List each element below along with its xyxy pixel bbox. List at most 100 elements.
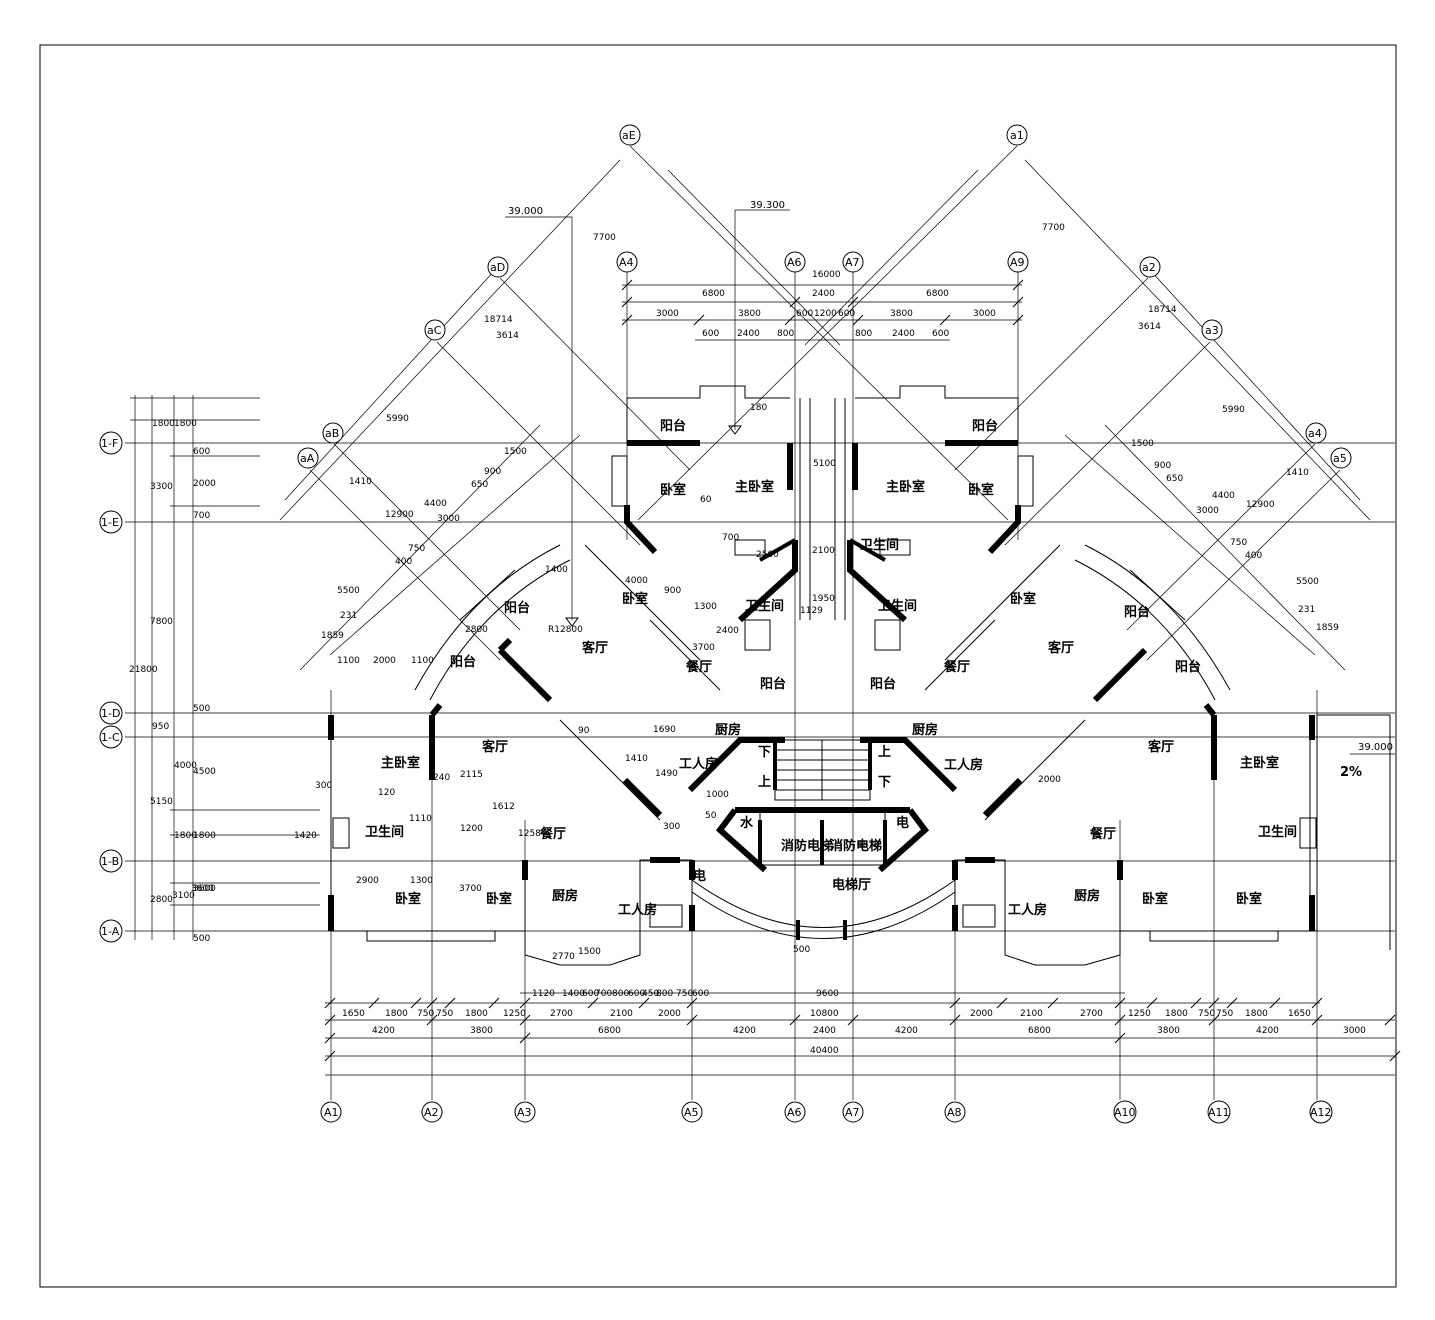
dim-plan-28: 240 [433, 773, 450, 783]
dim-plan-11: 1612 [492, 802, 515, 812]
dim-plan-36: 1800 [193, 831, 216, 841]
dim-bs-0: 1120 [532, 989, 555, 999]
room-water: 水 [740, 815, 754, 831]
dim-plan-4: 2800 [465, 625, 488, 635]
room-bedroom-top-right: 卧室 [968, 482, 994, 498]
dim-b1-7: 2100 [610, 1009, 633, 1019]
dim-b2-5: 4200 [895, 1026, 918, 1036]
dim-plan-7: 1300 [694, 602, 717, 612]
dim-plan-32: 2770 [552, 952, 575, 962]
room-kitchen-lower-left: 厨房 [552, 888, 578, 904]
axis-A9: A9 [1010, 256, 1025, 269]
dim-left-m-4: 300 [315, 781, 332, 791]
room-fire-elevator-right: 消防电梯 [830, 838, 882, 854]
dim-left-outer: 21800 [129, 665, 158, 675]
dim-diag-1410-r: 1410 [1286, 468, 1309, 478]
room-bedroom-lower-right-2: 卧室 [1236, 891, 1262, 907]
dim-b2-4: 2400 [813, 1026, 836, 1036]
room-living-lower-left: 客厅 [482, 739, 508, 755]
dim-diag-5990-l: 5990 [386, 414, 409, 424]
dim-bs-4: 800 [612, 989, 629, 999]
room-balcony-core-right: 阳台 [870, 676, 896, 692]
dim-b1-6: 2700 [550, 1009, 573, 1019]
room-bedroom-lower-left-2: 卧室 [486, 891, 512, 907]
dimension-text-diagonal: 7700 7700 18714 18714 3614 3614 5990 599… [321, 223, 1339, 641]
dim-top4-5: 600 [932, 329, 949, 339]
axis-A2: A2 [424, 1106, 439, 1119]
dim-b1-5: 1250 [503, 1009, 526, 1019]
room-master-bedroom-top-right: 主卧室 [886, 479, 925, 495]
dim-diag-18714-l: 18714 [484, 315, 513, 325]
dim-diag-3000-l: 3000 [437, 514, 460, 524]
dim-top3-1: 3800 [738, 309, 761, 319]
dim-bs-1: 1400 [562, 989, 585, 999]
dim-b1-12: 2700 [1080, 1009, 1103, 1019]
dim-plan-3: 1400 [545, 565, 568, 575]
dim-plan-13: 1258 [518, 829, 541, 839]
axis-A5: A5 [684, 1106, 699, 1119]
room-electric: 电 [896, 815, 909, 831]
dim-top4-0: 600 [702, 329, 719, 339]
axis-A6-top: A6 [787, 256, 802, 269]
dim-plan-14: 2900 [356, 876, 379, 886]
axis-A1: A1 [324, 1106, 339, 1119]
dim-plan-5: 4000 [625, 576, 648, 586]
axis-A3: A3 [517, 1106, 532, 1119]
dimension-ticks [324, 279, 1401, 1062]
dim-plan-31: 700 [722, 533, 739, 543]
dimension-text-left: 21800 3300 7800 5150 2800 1800 950 1800 … [129, 419, 332, 944]
dim-left-a-2: 5150 [150, 797, 173, 807]
dim-b1-18: 1650 [1288, 1009, 1311, 1019]
dim-b2-9: 3000 [1343, 1026, 1366, 1036]
room-fire-elevator-left: 消防电梯 [781, 838, 833, 854]
dim-bs-8: 750 [676, 989, 693, 999]
stair-down-right: 下 [878, 775, 891, 790]
dim-plan-34: 1110 [409, 814, 432, 824]
dim-b1-4: 1800 [465, 1009, 488, 1019]
level-arrow-center [728, 425, 742, 435]
dim-diag-7700-r: 7700 [1042, 223, 1065, 233]
room-dining-lower-left: 餐厅 [539, 826, 566, 842]
dim-diag-4400-r: 4400 [1212, 491, 1235, 501]
room-elevator-hall: 电梯厅 [832, 877, 871, 893]
dim-plan-39: 1129 [800, 606, 823, 616]
room-balcony-left-2: 阳台 [504, 600, 530, 616]
dim-diag-231-r: 231 [1298, 605, 1315, 615]
dim-top3-6: 3000 [973, 309, 996, 319]
dim-top2-2: 6800 [926, 289, 949, 299]
room-balcony-left-1: 阳台 [450, 654, 476, 670]
dim-top3-3: 1200 [814, 309, 837, 319]
room-kitchen-core-right: 厨房 [912, 722, 938, 738]
axis-1-D: 1-D [101, 707, 120, 720]
dim-plan-40: 2100 [812, 546, 835, 556]
dim-bottom-total: 40400 [810, 1046, 839, 1056]
dim-plan-15: 3700 [459, 884, 482, 894]
dim-plan-27: 90 [578, 726, 590, 736]
dim-b1-9: 9600 [816, 989, 839, 999]
level-arrow-left [565, 617, 579, 627]
dim-left-a-3: 2800 [150, 895, 173, 905]
dim-plan-25: 50 [705, 811, 717, 821]
axis-A12: A12 [1310, 1106, 1332, 1119]
dim-bs-3: 700 [595, 989, 612, 999]
level-marks: 39.000 39.300 39.000 2% [508, 200, 1393, 780]
dim-bs-5: 600 [628, 989, 645, 999]
drawing-frame [39, 44, 1397, 1288]
dim-b2-0: 4200 [372, 1026, 395, 1036]
axis-A7-top: A7 [845, 256, 860, 269]
dim-left-c-3: 4500 [193, 767, 216, 777]
building-outline [330, 385, 1391, 966]
axis-bubbles-bottom: A1 A2 A3 A5 A6 A7 A8 A10 A11 A12 [320, 1100, 1333, 1124]
dim-diag-1410-l: 1410 [349, 477, 372, 487]
dim-diag-650-l: 650 [471, 480, 488, 490]
room-bedroom-upper-right: 卧室 [1010, 591, 1036, 607]
room-bedroom-lower-left-1: 卧室 [395, 891, 421, 907]
dim-bs-2: 600 [582, 989, 599, 999]
dim-plan-37: 4870 [857, 840, 880, 850]
dimension-text-bottom: 1650 1800 750 750 1800 1250 2700 2100 20… [342, 945, 1366, 1056]
dim-plan-6: 900 [664, 586, 681, 596]
room-balcony-right-2: 阳台 [1175, 659, 1201, 675]
dim-diag-900-r: 900 [1154, 461, 1171, 471]
axis-aA: aA [300, 452, 315, 465]
dim-left-a-0: 3300 [150, 482, 173, 492]
